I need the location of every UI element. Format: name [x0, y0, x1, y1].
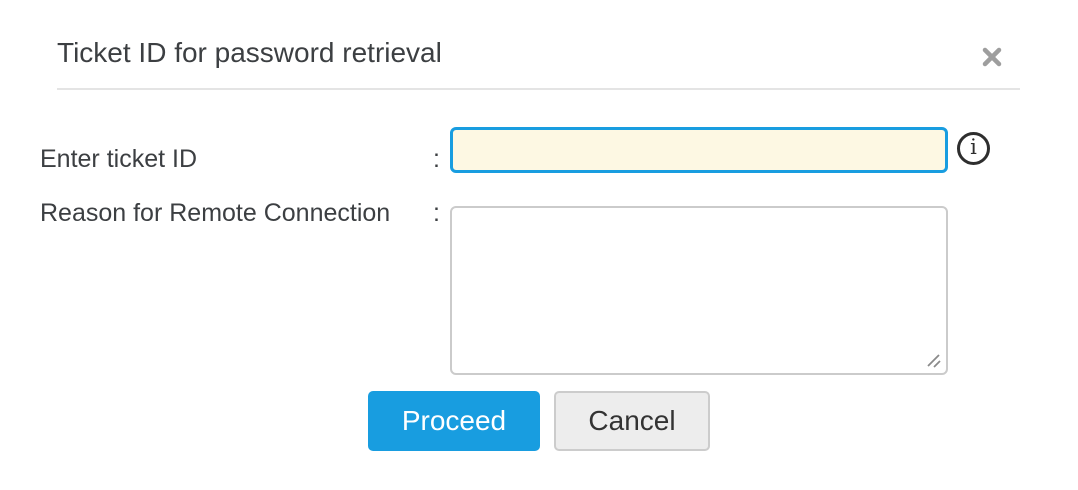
ticket-id-input[interactable] [450, 127, 948, 173]
ticket-id-colon: : [433, 145, 440, 173]
info-button[interactable]: i [957, 132, 990, 165]
reason-colon: : [433, 199, 440, 227]
close-icon [982, 47, 1002, 67]
title-divider [57, 88, 1020, 90]
ticket-id-label: Enter ticket ID [40, 145, 197, 173]
proceed-button[interactable]: Proceed [368, 391, 540, 451]
dialog-title: Ticket ID for password retrieval [57, 37, 442, 68]
info-icon: i [970, 135, 977, 159]
cancel-button[interactable]: Cancel [554, 391, 710, 451]
reason-label: Reason for Remote Connection [40, 199, 391, 227]
close-button[interactable] [978, 43, 1006, 71]
reason-textarea[interactable] [450, 206, 948, 375]
reason-field-wrapper [450, 206, 948, 375]
